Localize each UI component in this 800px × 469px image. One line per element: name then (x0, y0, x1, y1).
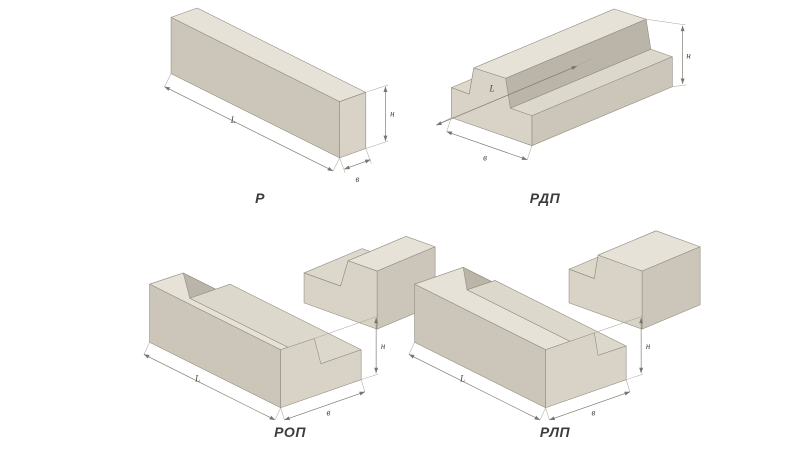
dimension-label-width: в (326, 407, 330, 417)
dimension-width: в (446, 117, 533, 163)
dimension-length: L (143, 342, 281, 421)
dimension-label-length: L (230, 115, 236, 125)
figure-caption-p: Р (255, 190, 265, 206)
section-end-face (568, 254, 643, 330)
dimension-label-width: в (483, 153, 487, 163)
dimension-label-length: L (194, 374, 200, 384)
beam-body (170, 7, 367, 159)
dimension-label-length: L (488, 83, 494, 93)
figure-beam-rlp: L н в РЛП (405, 228, 705, 453)
dimension-label-height: н (381, 341, 386, 351)
figure-p-drawing: L н в (164, 7, 395, 184)
dimension-width: в (339, 148, 372, 184)
dimension-label-height: н (686, 51, 691, 61)
figure-beam-p: L н в Р (110, 0, 410, 219)
beam-body (451, 8, 673, 146)
figure-beam-rdp: L н в РДП (395, 0, 695, 219)
figure-rdp-drawing: L н в (436, 8, 691, 163)
dimension-label-height: н (646, 341, 651, 351)
dimension-width: в (545, 379, 631, 421)
figure-caption-rdp: РДП (529, 190, 561, 206)
dimension-width: в (280, 379, 366, 421)
dimension-label-width: в (355, 174, 359, 184)
section-end-face (303, 260, 378, 330)
section-block (303, 236, 436, 330)
dimension-height: н (314, 315, 386, 380)
dimension-label-width: в (591, 407, 595, 417)
section-block (568, 230, 701, 330)
beam-end-face (339, 92, 367, 159)
dimension-length: L (164, 73, 340, 172)
dimension-length: L (408, 342, 546, 421)
figure-caption-rlp: РЛП (539, 424, 571, 440)
dimension-label-height: н (390, 109, 395, 119)
dimension-height: н (646, 19, 691, 87)
dimension-label-length: L (459, 374, 465, 384)
figure-rop-drawing: L н в (143, 236, 436, 421)
dimension-height: н (594, 315, 651, 380)
figure-caption-rop: РОП (274, 424, 306, 440)
dimension-length: L (436, 58, 592, 126)
dimension-height: н (365, 84, 395, 149)
figure-rlp-drawing: L н в (408, 230, 701, 421)
figure-beam-rop: L н в РОП (140, 228, 440, 453)
